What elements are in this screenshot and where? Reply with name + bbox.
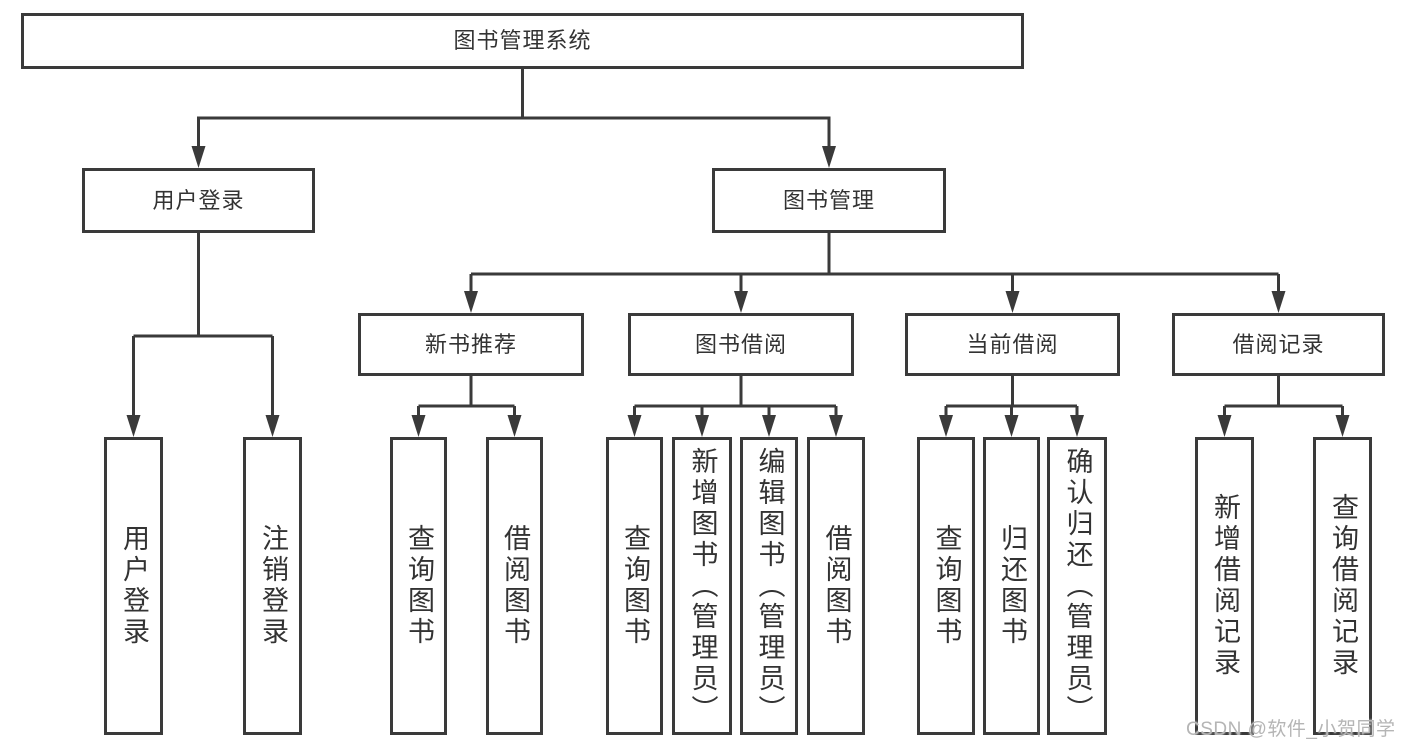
leaf-newbook-borrow-books: 借阅图书 (486, 437, 543, 735)
leaf-logout: 注销登录 (243, 437, 302, 735)
node-new-book-recommend: 新书推荐 (358, 313, 584, 376)
leaf-user-login: 用户登录 (104, 437, 163, 735)
leaf-add-books-admin: 新增图书（管理员） (672, 437, 732, 735)
arrow-shafts (132, 118, 1344, 419)
node-book-borrowing: 图书借阅 (628, 313, 854, 376)
leaf-return-books: 归还图书 (983, 437, 1040, 735)
leaf-current-query-books: 查询图书 (917, 437, 975, 735)
node-current-borrowing: 当前借阅 (905, 313, 1120, 376)
node-borrowing-records: 借阅记录 (1172, 313, 1385, 376)
leaf-query-borrow-record: 查询借阅记录 (1313, 437, 1372, 735)
node-library-system: 图书管理系统 (21, 13, 1024, 69)
leaf-edit-books-admin: 编辑图书（管理员） (740, 437, 798, 735)
arrow-heads (126, 146, 1350, 437)
node-user-login-branch: 用户登录 (82, 168, 315, 233)
leaf-borrowing-query-books: 查询图书 (606, 437, 663, 735)
csdn-watermark: CSDN @软件_小贺同学 (1186, 719, 1396, 740)
node-book-management-branch: 图书管理 (712, 168, 946, 233)
leaf-confirm-return-admin: 确认归还（管理员） (1047, 437, 1107, 735)
leaf-newbook-query-books: 查询图书 (390, 437, 447, 735)
leaf-add-borrow-record: 新增借阅记录 (1195, 437, 1254, 735)
leaf-borrow-books: 借阅图书 (807, 437, 865, 735)
